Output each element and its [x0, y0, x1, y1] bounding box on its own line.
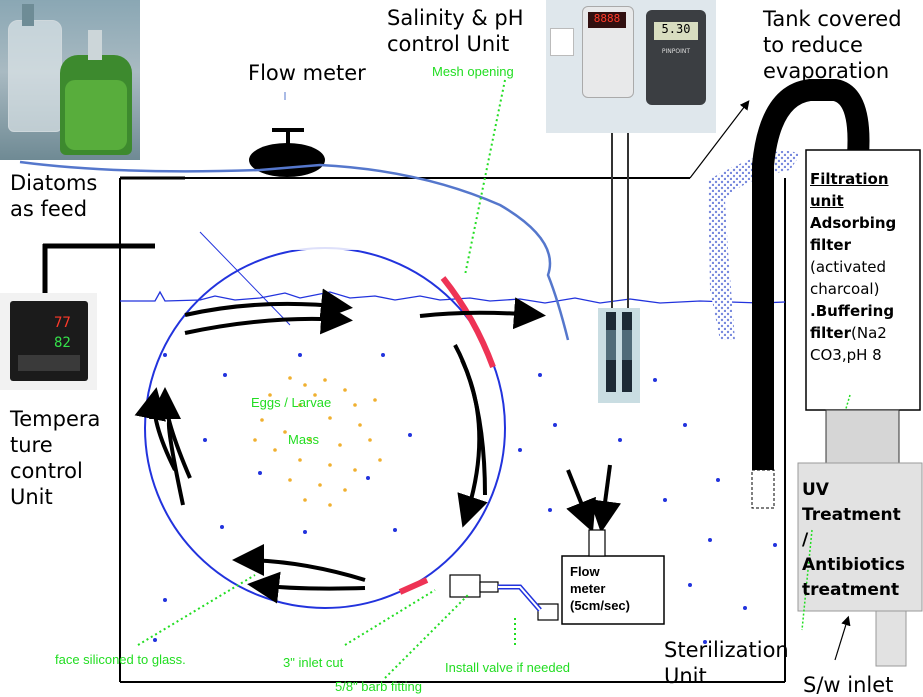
diatom-jars-photo	[0, 0, 140, 160]
mesh-membrane	[708, 150, 800, 340]
filtration-unit-box	[805, 149, 921, 411]
filtration-unit-text: Filtration unit Adsorbing filter (activa…	[810, 168, 919, 366]
flow-meter-neck	[588, 529, 606, 557]
diatoms-label: Diatoms as feed	[10, 171, 98, 221]
buffering-filter: .Buffering filter	[810, 302, 895, 342]
temp-wire	[42, 243, 155, 298]
flow-meter-top	[249, 92, 325, 177]
salinity-ph-controller-photo: 8888 5.30 PINPOINT	[546, 0, 716, 133]
uv-treatment-box	[797, 462, 923, 612]
salinity-unit-label: Salinity & pH control Unit	[387, 6, 524, 56]
mesh-opening-red	[440, 276, 496, 369]
face-siliconed-label: face siliconed to glass.	[55, 652, 186, 667]
inlet-red	[398, 577, 429, 595]
barb-fitting-label: 5/8" barb fitting	[335, 679, 423, 694]
flow-meter-box-label: Flow meter (5cm/sec)	[570, 564, 630, 613]
pipe-end	[751, 469, 775, 509]
temp-display-bottom: 82	[54, 335, 71, 351]
inlet-pipe	[498, 584, 542, 612]
feed-pipe	[19, 160, 570, 341]
install-valve-label: Install valve if needed	[445, 660, 571, 675]
temperature-unit-label: Tempera ture control Unit	[10, 407, 101, 509]
tank-outline	[119, 176, 786, 683]
water-surface	[120, 290, 786, 304]
mesh-opening-label: Mesh opening	[432, 64, 514, 79]
circulation-arrows	[134, 288, 622, 604]
inlet-fittings	[449, 574, 559, 621]
filtration-connector	[825, 409, 900, 466]
ph-brand: PINPOINT	[661, 48, 691, 55]
uv-outlet	[875, 610, 907, 667]
larval-ring	[144, 247, 506, 609]
tank-covered-arrow	[689, 100, 750, 179]
adsorbing-detail: (activated charcoal)	[810, 258, 887, 298]
mass-label: Mass	[288, 432, 320, 447]
return-pipe	[752, 79, 870, 505]
eggs-larvae-label: Eggs / Larvae	[251, 395, 332, 410]
particles	[153, 353, 777, 644]
ph-probes	[598, 308, 640, 403]
flow-meter-box	[561, 555, 665, 625]
salinity-display: 8888	[588, 12, 626, 28]
flow-meter-top-label: Flow meter	[248, 61, 366, 85]
tank-covered-label: Tank covered to reduce evaporation	[763, 7, 902, 83]
green-guides	[137, 79, 516, 679]
egg-mass	[253, 376, 382, 507]
sw-inlet-arrow	[834, 615, 851, 661]
ph-display: 5.30	[654, 22, 698, 40]
temperature-controller-photo: 77 82	[0, 293, 97, 390]
temp-display-top: 77	[54, 315, 71, 331]
buffering-detail: (Na2 CO3,pH 8	[810, 324, 887, 364]
adsorbing-filter: Adsorbing filter	[810, 214, 897, 254]
inlet-cut-label: 3" inlet cut	[283, 655, 344, 670]
ring-diagonal	[199, 231, 291, 326]
uv-treatment-label: UV Treatment / Antibiotics treatment	[802, 480, 906, 600]
filtration-title: Filtration unit	[810, 170, 889, 210]
sterilization-label: Sterilization Unit	[664, 638, 789, 688]
sw-inlet-label: S/w inlet	[803, 673, 894, 697]
ring-cover	[228, 225, 393, 250]
